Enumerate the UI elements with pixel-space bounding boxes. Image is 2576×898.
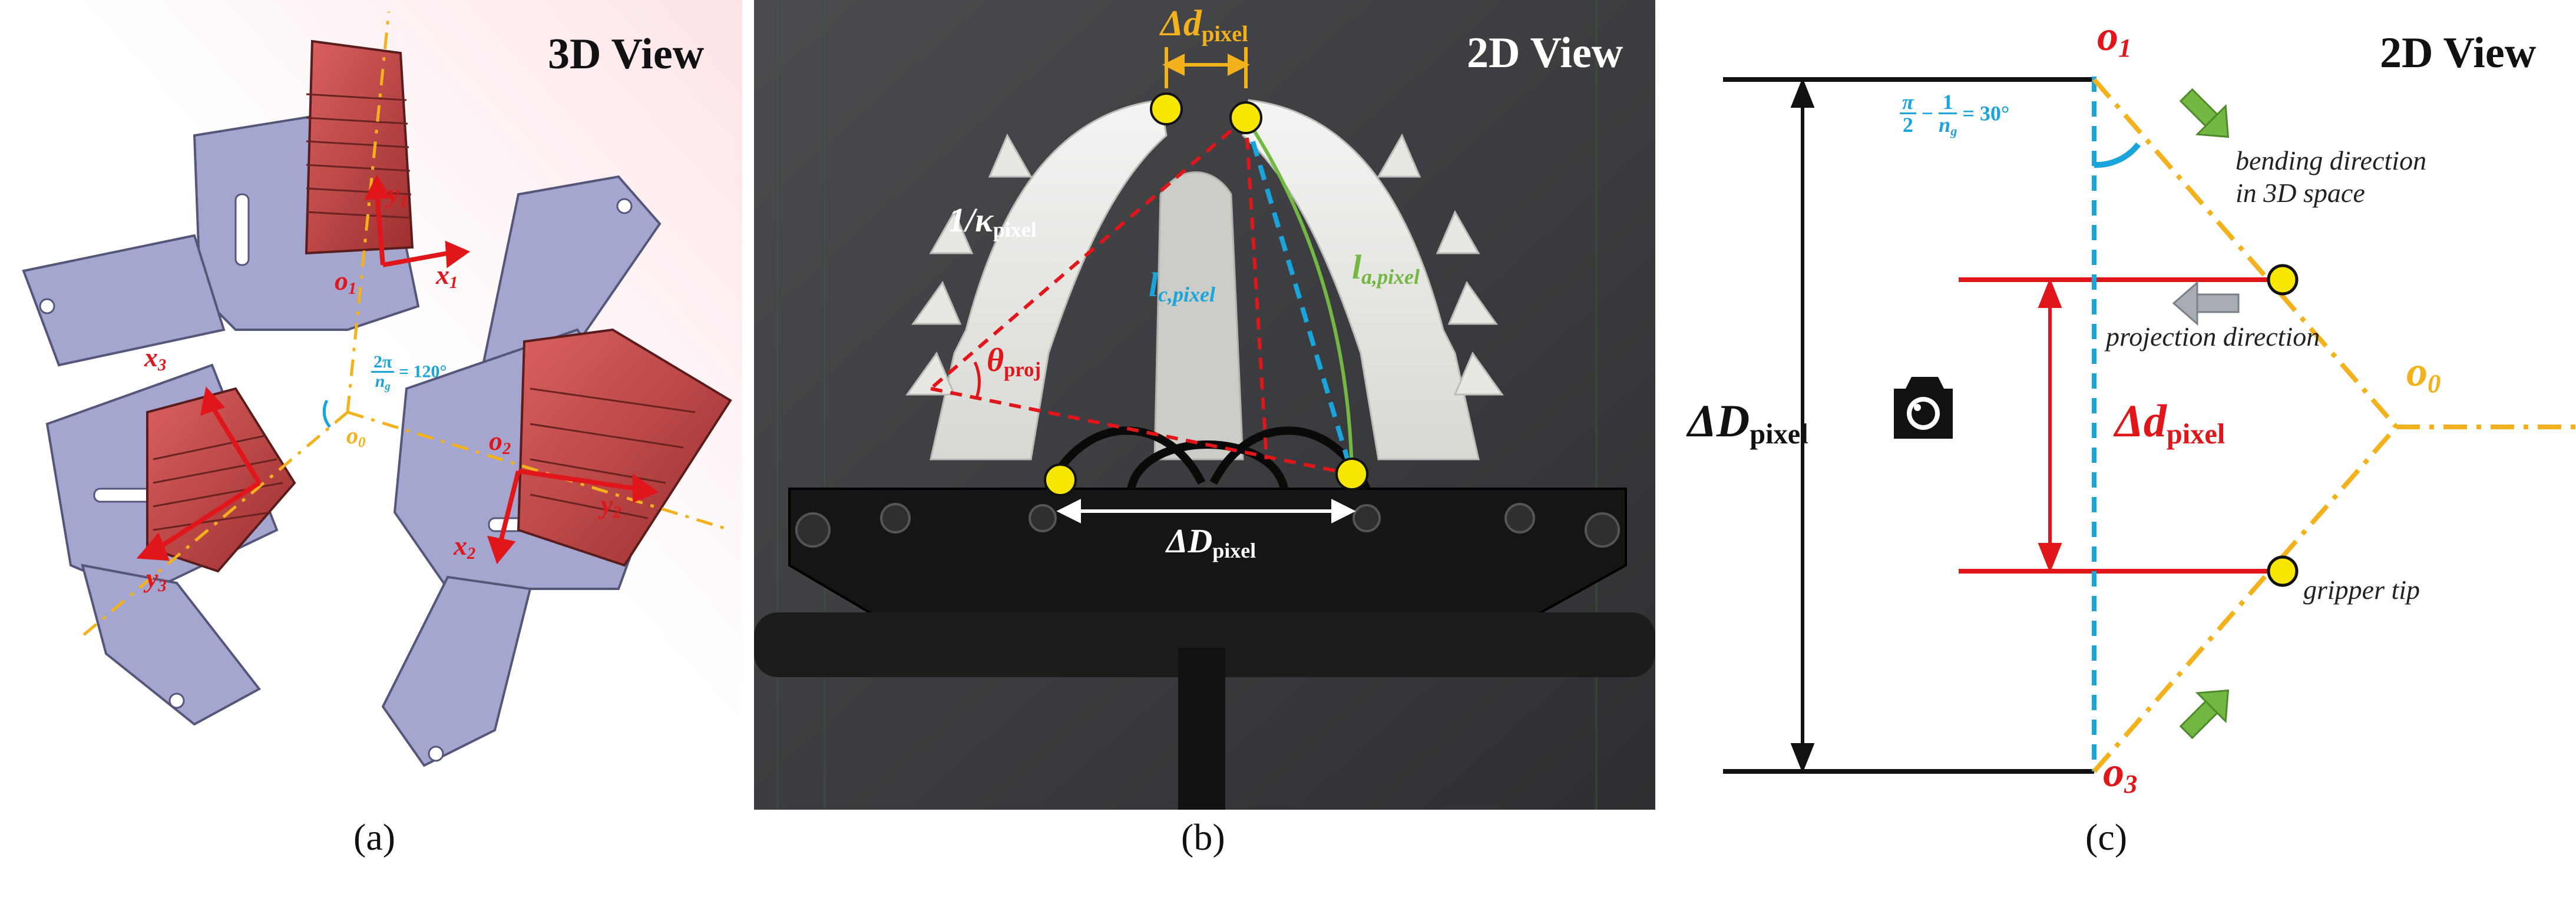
- gripper-block-left: [146, 387, 296, 573]
- caption-c: (c): [2085, 816, 2128, 858]
- label-delta-d-pixel-b: Δdpixel: [1160, 4, 1248, 47]
- label-delta-d-pixel-c: Δdpixel: [2115, 395, 2226, 450]
- orange-gripper-lines: [2092, 78, 2576, 773]
- marker-upper-tip: [2267, 264, 2299, 296]
- label-lc-pixel: lc,pixel: [1149, 266, 1215, 306]
- green-arrow-top: [2179, 88, 2230, 138]
- marker-lower-tip: [2267, 555, 2299, 587]
- middle-finger: [1153, 171, 1244, 460]
- angle-label-120: 2π ng = 120°: [371, 353, 447, 392]
- theta-arc: [973, 361, 981, 398]
- label-o1-c: o1: [2097, 12, 2132, 63]
- label-la-pixel: la,pixel: [1352, 248, 1420, 289]
- caption-a: (a): [353, 816, 396, 858]
- label-y3: y3: [146, 563, 167, 596]
- coordinate-arrows: [136, 174, 659, 565]
- label-bending-direction: bending direction in 3D space: [2236, 145, 2427, 208]
- lower-bracket: [754, 612, 1655, 677]
- panel-a-title: 3D View: [548, 30, 705, 78]
- panel-c-title: 2D View: [2380, 29, 2537, 77]
- label-o0-c: o0: [2406, 348, 2441, 399]
- angle-arc: [322, 399, 331, 428]
- bottom-right-arm: [381, 575, 532, 767]
- label-delta-D-pixel-c: ΔDpixel: [1688, 395, 1808, 450]
- left-arm: [22, 234, 226, 367]
- bottom-dimension: [1056, 499, 1356, 523]
- label-gripper-tip: gripper tip: [2303, 575, 2420, 605]
- top-dimension: [1162, 47, 1250, 88]
- left-finger: [930, 99, 1168, 460]
- outer-lines: [1723, 77, 2094, 774]
- label-o1: o1: [335, 266, 357, 299]
- label-x2: x2: [454, 531, 476, 564]
- right-finger-teeth: [1377, 133, 1504, 396]
- gripper-block-top: [305, 39, 414, 255]
- marker-tip-right: [1229, 101, 1262, 134]
- label-kappa: 1/κpixel: [948, 201, 1037, 241]
- label-y1: y1: [388, 178, 408, 211]
- label-projection-direction: projection direction: [2106, 322, 2320, 352]
- delta-d-arrow: [2038, 277, 2062, 574]
- chord-lc: [1244, 117, 1354, 475]
- label-x3: x3: [144, 342, 167, 375]
- label-x1: x1: [436, 260, 458, 293]
- label-o0: o0: [346, 422, 366, 451]
- yellow-markers: [1044, 92, 1368, 496]
- caption-b: (b): [1181, 816, 1225, 858]
- marker-base-right: [1335, 458, 1368, 491]
- gripper-tip-markers: [2267, 264, 2299, 587]
- label-delta-D-pixel-b: ΔDpixel: [1166, 522, 1256, 562]
- green-bending-arrows: [2179, 88, 2230, 740]
- panel-c: 2D View o1 o0 o3 π 2 − 1 ng = 30° bendin…: [1667, 0, 2576, 898]
- camera-icon: [1894, 377, 1953, 439]
- green-arrow-bottom: [2179, 689, 2230, 740]
- stem: [1178, 648, 1225, 810]
- label-o2: o2: [489, 426, 511, 459]
- panel-b: 2D View Δdpixel 1/κpixel lc,pixel la,pix…: [754, 0, 1655, 810]
- panel-c-illustration: [1723, 77, 2576, 774]
- label-theta-proj: θproj: [987, 342, 1041, 381]
- center-axes: [81, 11, 731, 637]
- angle-arc-30: [2094, 142, 2141, 168]
- bottom-left-arm: [81, 564, 262, 726]
- gripper-block-right: [517, 328, 732, 567]
- panel-a-illustration: [0, 0, 742, 813]
- plate-screws: [795, 503, 1620, 548]
- marker-tip-left: [1150, 92, 1183, 125]
- left-finger-teeth: [905, 133, 1033, 396]
- arc-la: [1244, 117, 1354, 475]
- panel-a: 3D View y1 x1 o1 x3 y3 o2 x2 y2 o0 2π ng…: [0, 0, 742, 898]
- delta-D-arrow: [1790, 77, 1815, 774]
- red-dashed-lines: [930, 116, 1353, 476]
- marker-base-left: [1044, 463, 1077, 496]
- label-y2: y2: [601, 489, 621, 522]
- inner-lines: [1959, 277, 2283, 574]
- angle-label-30: π 2 − 1 ng = 30°: [1900, 91, 2009, 137]
- gray-projection-arrow: [2172, 280, 2240, 326]
- panel-b-title: 2D View: [1467, 29, 1623, 77]
- panel-b-illustration: [754, 0, 1655, 810]
- label-o3-c: o3: [2103, 748, 2138, 799]
